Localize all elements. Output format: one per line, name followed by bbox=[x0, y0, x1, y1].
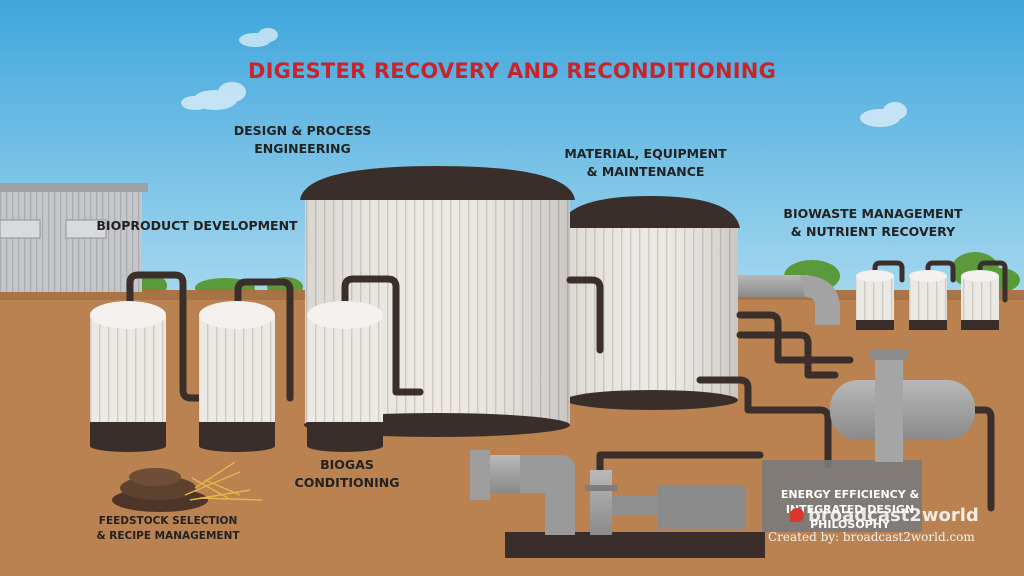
label-biogas: BIOGAS CONDITIONING bbox=[294, 457, 400, 490]
conditioning-tank bbox=[90, 301, 166, 452]
feedstock-pile bbox=[112, 461, 263, 512]
energy-machinery bbox=[470, 350, 975, 558]
page-title: DIGESTER RECOVERY AND RECONDITIONING bbox=[247, 59, 777, 83]
label-biowaste: BIOWASTE MANAGEMENT & NUTRIENT RECOVERY bbox=[783, 206, 963, 239]
pipe-network bbox=[126, 271, 995, 512]
cloud bbox=[860, 102, 907, 127]
building bbox=[0, 183, 148, 292]
label-energy: ENERGY EFFICIENCY & INTEGRATED DESIGN PH… bbox=[780, 488, 920, 531]
storage-tanks-small bbox=[856, 260, 1008, 330]
watermark-credit: Created by: broadcast2world.com bbox=[768, 530, 975, 544]
label-design-process: DESIGN & PROCESS ENGINEERING bbox=[233, 123, 372, 156]
conditioning-tank bbox=[199, 301, 275, 452]
label-material-equipment: MATERIAL, EQUIPMENT & MAINTENANCE bbox=[564, 146, 727, 179]
label-feedstock: FEEDSTOCK SELECTION & RECIPE MANAGEMENT bbox=[96, 515, 240, 542]
digester-tank-back bbox=[560, 196, 740, 410]
cloud bbox=[239, 28, 278, 47]
cloud bbox=[181, 82, 246, 110]
conditioning-tank bbox=[307, 301, 383, 452]
watermark-logo: broadcast2world bbox=[790, 505, 979, 526]
duct bbox=[738, 275, 840, 325]
label-bioproduct: BIOPRODUCT DEVELOPMENT bbox=[96, 218, 298, 233]
broadcast-logo-icon bbox=[790, 508, 804, 522]
